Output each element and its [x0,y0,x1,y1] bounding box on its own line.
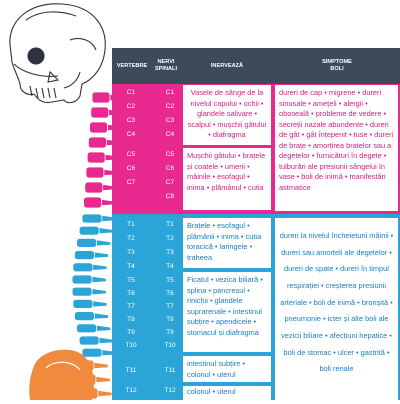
nerve-label: C3 [165,117,175,124]
thoracic-inerveaza-box-2: Ficatul • vezica biliară • splina • panc… [183,272,271,352]
vertebra-label: T12 [125,387,137,394]
vertebra-label: C7 [126,179,136,186]
thoracic-inerveaza-box-3: intestinul subțire • colonul • uterul [183,356,271,382]
nerve-label: T8 [166,316,174,323]
thoracic-nervi-group-c: T11 T12 [159,364,181,404]
vertebra-body [78,225,100,236]
nerve-label: C7 [165,179,175,186]
vertebra-body [90,106,110,119]
vertebra-body [84,181,104,194]
vertebra-process [97,390,113,397]
nerve-label: T3 [166,249,174,256]
vertebra-label: C1 [126,89,136,96]
nerve-label: C2 [165,103,175,110]
thoracic-vertebre-group-c: T11 T12 [120,364,142,404]
cervical-vertebre-group-a: C1 C2 C3 C4 [120,86,142,142]
thoracic-nervi-group-b: T5 T6 T7 T8 T9 T10 [159,274,181,352]
vertebra-process [92,263,108,271]
thoracic-inerveaza-box-4: colonul • uterul [183,386,271,400]
vertebra-process [91,288,107,296]
nerve-label: T4 [166,263,174,270]
vertebra-label: T5 [127,277,135,284]
vertebra-body [76,237,97,248]
vertebra-process [91,276,107,283]
header-vertebre: VERTEBRE [116,62,148,69]
vertebra-process [96,324,111,332]
vertebra-body [85,166,105,179]
nerve-label: T6 [166,290,174,297]
vertebra-label: T4 [127,263,135,270]
cervical-inerveaza-box-1: Vasele de sânge de la nivelul capului • … [183,85,271,145]
vertebra-label: T2 [127,235,135,242]
header-nervi-spinali: NERVI SPINALI [154,59,178,72]
nerve-label: C5 [165,151,175,158]
table-header [112,48,400,84]
vertebra-body [81,347,103,358]
vertebra-label: C3 [126,117,136,124]
nerve-label: T11 [164,367,176,374]
nerve-label: T5 [166,277,174,284]
vertebra-process [94,251,109,259]
vertebra-body [72,298,94,309]
vertebra-process [94,312,109,320]
nerve-label: C1 [165,89,175,96]
vertebra-label: T8 [127,316,135,323]
vertebra-body [74,311,95,322]
vertebra-body [91,91,111,104]
nerve-label: C6 [165,165,175,172]
nerve-label: T1 [166,221,174,228]
vertebra-body [74,250,95,261]
vertebra-body [71,286,93,297]
vertebra-label: C4 [126,131,136,138]
header-simptome-boli: SIMPTOME BOLI [322,59,352,72]
vertebra-process [93,362,109,369]
nerve-label: T12 [164,387,176,394]
vertebra-body [89,121,108,134]
thoracic-vertebre-group-b: T5 T6 T7 T8 T9 T10 [120,274,142,352]
nerve-label: C4 [165,131,175,138]
cervical-simptome-box: dureri de cap • migrene • dureri sinusal… [275,85,398,211]
nerve-label: T9 [166,329,174,336]
nerve-label: C8 [165,193,175,200]
cervical-vertebre-group-b: C5 C6 C7 [120,148,142,190]
vertebra-label: T7 [127,303,135,310]
vertebra-body [83,196,102,209]
cervical-nervi-group-b: C5 C6 C7 C8 [159,148,181,204]
thoracic-vertebre-group-a: T1 T2 T3 T4 [120,218,142,274]
vertebra-body [81,213,103,224]
vertebra-label: C6 [126,165,136,172]
vertebra-body [88,136,107,149]
nerve-label: T10 [164,342,176,349]
skull-icon [9,3,106,104]
vertebra-body [78,335,100,346]
vertebra-body [71,274,93,285]
vertebra-process [92,300,108,308]
vertebra-label: C2 [126,103,136,110]
header-inerveaza: INERVEAZĂ [210,62,244,69]
vertebra-label: T1 [127,221,135,228]
vertebra-body [76,323,97,334]
cervical-inerveaza-box-2: Mușchii gâtului • brațele și coatele • u… [183,148,271,210]
vertebra-label: T3 [127,249,135,256]
vertebra-label: T6 [127,290,135,297]
thoracic-simptome-box: dureri la nivelul încheieturii mâinii • … [275,218,398,400]
thoracic-inerveaza-box-1: Brațele • esofagul • plămânii • inima • … [183,218,271,268]
vertebra-body [72,262,94,273]
vertebra-label: C5 [126,151,136,158]
vertebra-body [86,151,106,164]
nerve-label: T2 [166,235,174,242]
cervical-nervi-group-a: C1 C2 C3 C4 [159,86,181,142]
vertebra-process [96,239,111,247]
vertebra-label: T11 [125,367,137,374]
thoracic-nervi-group-a: T1 T2 T3 T4 [159,218,181,274]
nerve-label: T7 [166,303,174,310]
pelvis-shape [29,349,94,400]
vertebra-label: T9 [127,329,135,336]
vertebra-process [95,376,111,383]
vertebra-label: T10 [125,342,137,349]
